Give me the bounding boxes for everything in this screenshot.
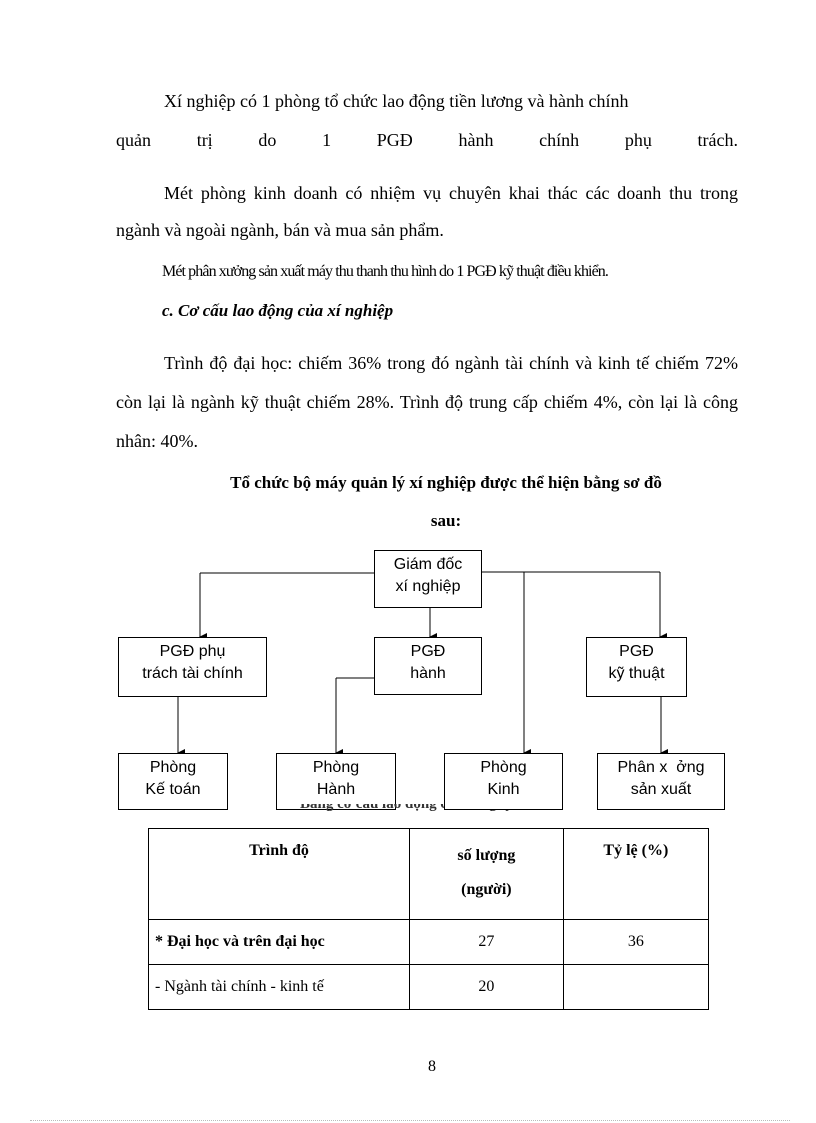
table-header-count: số lượng (người)	[409, 828, 564, 920]
paragraph-4: Trình độ đại học: chiếm 36% trong đó ngà…	[116, 353, 738, 451]
paragraph-1-line-1: Xí nghiệp có 1 phòng tổ chức lao động ti…	[164, 91, 629, 111]
org-node-pgd-tech: PGĐ kỹ thuật	[586, 637, 687, 697]
org-node-line: Phòng	[149, 759, 197, 776]
word: phụ	[624, 130, 652, 150]
org-node-pgd-finance: PGĐ phụ trách tài chính	[118, 637, 267, 697]
org-node-line: xí nghiệp	[395, 578, 461, 595]
org-node-line: trách tài chính	[142, 665, 243, 682]
table-cell-count: 20	[409, 964, 564, 1010]
word: 1	[322, 130, 332, 150]
org-node-pgd-admin: PGĐ hành	[374, 637, 482, 695]
paragraph-2: Mét phòng kinh doanh có nhiệm vụ chuyên …	[116, 183, 738, 240]
paragraph-3: Mét phân xưởng sản xuất máy thu thanh th…	[162, 263, 609, 280]
org-node-workshop: Phân x ởng sản xuất	[597, 753, 725, 810]
org-node-line: PGĐ	[410, 643, 446, 660]
table-row: - Ngành tài chính - kinh tế 20	[147, 964, 710, 1010]
table-cell-level: * Đại học và trên đại học	[147, 919, 411, 965]
org-node-line: Kế toán	[145, 781, 201, 798]
word: hành	[458, 130, 494, 150]
org-node-director: Giám đốc xí nghiệp	[374, 550, 482, 608]
org-chart-title-continued: sau:	[430, 511, 462, 530]
labor-structure-table: Trình độ số lượng (người) Tỷ lệ (%) * Đạ…	[147, 828, 710, 1010]
org-node-admin-room: Phòng Hành	[276, 753, 396, 810]
word: trách.	[697, 130, 738, 150]
org-node-line: PGĐ phụ	[159, 643, 226, 660]
org-chart-title: Tổ chức bộ máy quản lý xí nghiệp được th…	[230, 473, 662, 492]
org-node-line: Phòng	[480, 759, 527, 776]
paragraph-1-line-2: quản trị do 1 PGĐ hành chính phụ trách.	[116, 127, 738, 153]
table-cell-rate	[562, 964, 710, 1010]
org-node-line: sản xuất	[630, 781, 692, 798]
word: do	[258, 130, 277, 150]
org-node-line: Phòng	[312, 759, 360, 776]
org-node-line: Phân x ởng	[617, 759, 705, 776]
section-heading: c. Cơ cấu lao động của xí nghiệp	[162, 301, 394, 320]
word: PGĐ	[376, 130, 413, 150]
table-header-level: Trình độ	[147, 828, 411, 920]
table-header-rate: Tỷ lệ (%)	[562, 828, 710, 920]
page-bottom-divider	[30, 1120, 790, 1121]
table-caption: Bảng cơ cấu lao động của công ty	[300, 796, 513, 812]
table-row: * Đại học và trên đại học 27 36	[147, 919, 710, 965]
word: chính	[539, 130, 580, 150]
org-node-line: Hành	[316, 781, 356, 798]
table-cell-count: 27	[409, 919, 564, 965]
org-node-business-room: Phòng Kinh	[444, 753, 563, 810]
table-cell-level: - Ngành tài chính - kinh tế	[147, 964, 411, 1010]
org-node-accounting: Phòng Kế toán	[118, 753, 228, 810]
table-cell-rate: 36	[562, 919, 710, 965]
org-node-line: PGĐ	[619, 643, 654, 660]
org-node-line: kỹ thuật	[608, 665, 665, 682]
word: quản	[116, 130, 151, 150]
word: trị	[196, 130, 213, 150]
header-line: số lượng	[457, 847, 516, 864]
org-node-line: Giám đốc	[393, 556, 463, 573]
org-node-line: hành	[410, 665, 446, 682]
header-line: (người)	[461, 881, 512, 898]
table-header-row: Trình độ số lượng (người) Tỷ lệ (%)	[147, 828, 710, 920]
org-node-line: Kinh	[487, 781, 520, 798]
page-number: 8	[428, 1058, 436, 1075]
